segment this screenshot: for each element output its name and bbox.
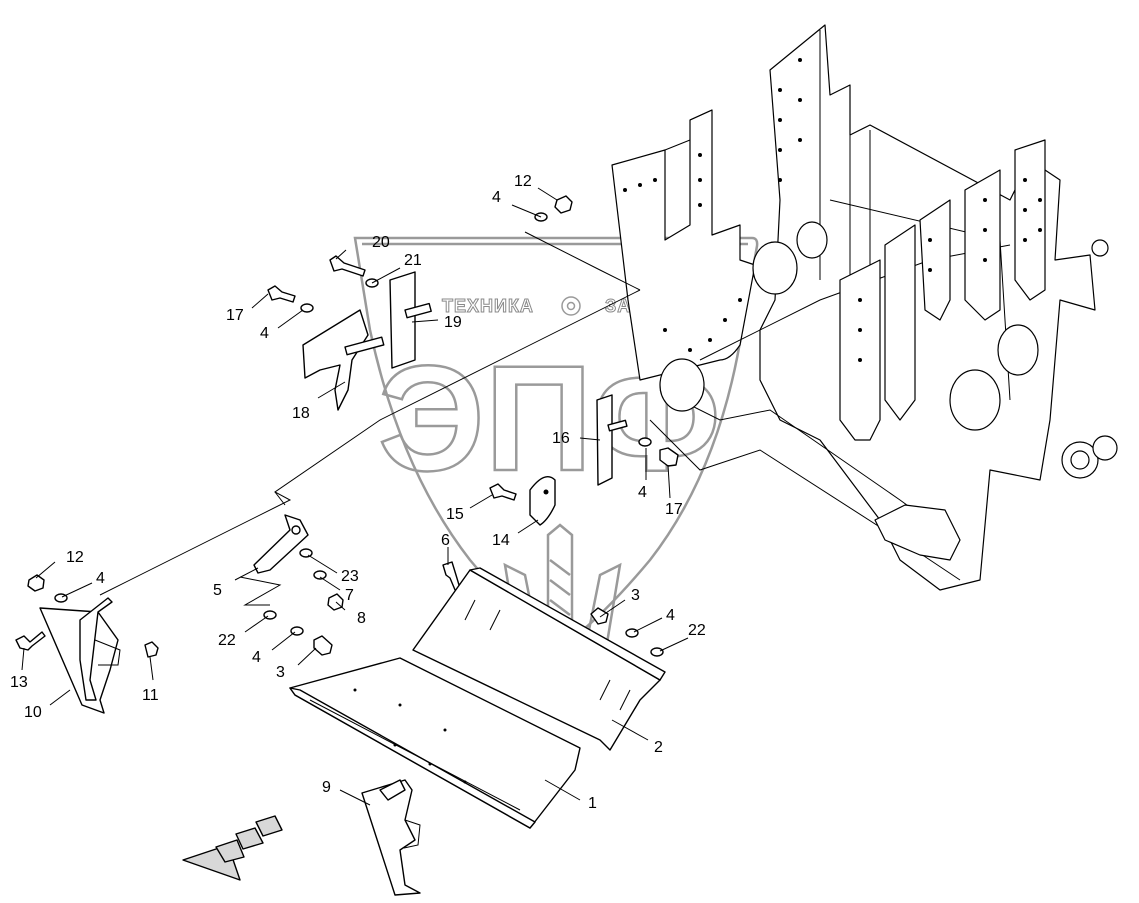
part-14-bracket <box>529 476 556 526</box>
callout-3-right: 3 <box>631 587 640 604</box>
callout-9: 9 <box>322 779 331 796</box>
part-13-bolt <box>15 631 46 651</box>
callout-3-lower: 3 <box>276 664 285 681</box>
callout-4-lower: 4 <box>252 649 261 666</box>
part-8-nut <box>327 593 344 611</box>
callout-21: 21 <box>404 252 422 269</box>
part-3-bolt-right <box>590 607 609 625</box>
part-3-bolt-lower <box>313 635 333 656</box>
callout-12-left: 12 <box>66 549 84 566</box>
callout-4-far-left: 4 <box>96 570 105 587</box>
part-1-skid-plate <box>289 657 581 829</box>
part-17-bolt-mid <box>659 447 679 467</box>
callout-1: 1 <box>588 795 597 812</box>
callout-10: 10 <box>24 704 42 721</box>
part-23-washer <box>299 548 313 558</box>
callout-4-top: 4 <box>492 189 501 206</box>
callout-20: 20 <box>372 234 390 251</box>
part-16-plate <box>596 394 628 486</box>
part-11-bolt <box>144 641 159 658</box>
callout-18: 18 <box>292 405 310 422</box>
callout-19: 19 <box>444 314 462 331</box>
part-12-nut-left <box>27 574 45 592</box>
callout-15: 15 <box>446 506 464 523</box>
part-10-guard <box>39 597 121 714</box>
callout-4-right: 4 <box>666 607 675 624</box>
callout-4-mid: 4 <box>638 484 647 501</box>
callout-7: 7 <box>345 587 354 604</box>
callout-22-right: 22 <box>688 622 706 639</box>
part-2-rail <box>412 567 666 751</box>
part-5-shaft <box>253 514 309 574</box>
part-4-washer-left <box>300 303 314 313</box>
callout-6: 6 <box>441 532 450 549</box>
part-15-bolt <box>489 483 517 501</box>
callout-16: 16 <box>552 430 570 447</box>
part-4-washer-right <box>625 628 639 638</box>
callout-2: 2 <box>654 739 663 756</box>
part-18-bracket <box>302 309 385 411</box>
part-22-washer-right <box>650 647 664 657</box>
gear-icon <box>561 296 581 316</box>
callout-8: 8 <box>357 610 366 627</box>
part-17-bolt-left <box>267 285 296 303</box>
part-19-plate <box>389 271 432 369</box>
callout-13: 13 <box>10 674 28 691</box>
callout-17-mid: 17 <box>665 501 683 518</box>
callout-12-top: 12 <box>514 173 532 190</box>
leader-lines <box>21 187 689 806</box>
callout-5: 5 <box>213 582 222 599</box>
chassis-frame <box>611 24 1118 591</box>
callout-23: 23 <box>341 568 359 585</box>
callout-14: 14 <box>492 532 510 549</box>
callout-11: 11 <box>142 687 159 704</box>
callout-22-left: 22 <box>218 632 236 649</box>
callout-17-left: 17 <box>226 307 244 324</box>
part-4-washer-mid <box>638 437 652 447</box>
watermark-text-left: ТЕХНИКА <box>442 296 534 316</box>
part-9-guard <box>361 779 421 896</box>
callout-4-left: 4 <box>260 325 269 342</box>
direction-arrow-icon <box>182 815 283 881</box>
callouts: 12 4 20 21 19 17 4 18 16 4 17 15 14 6 5 … <box>10 173 706 812</box>
part-7-washer <box>313 570 327 580</box>
